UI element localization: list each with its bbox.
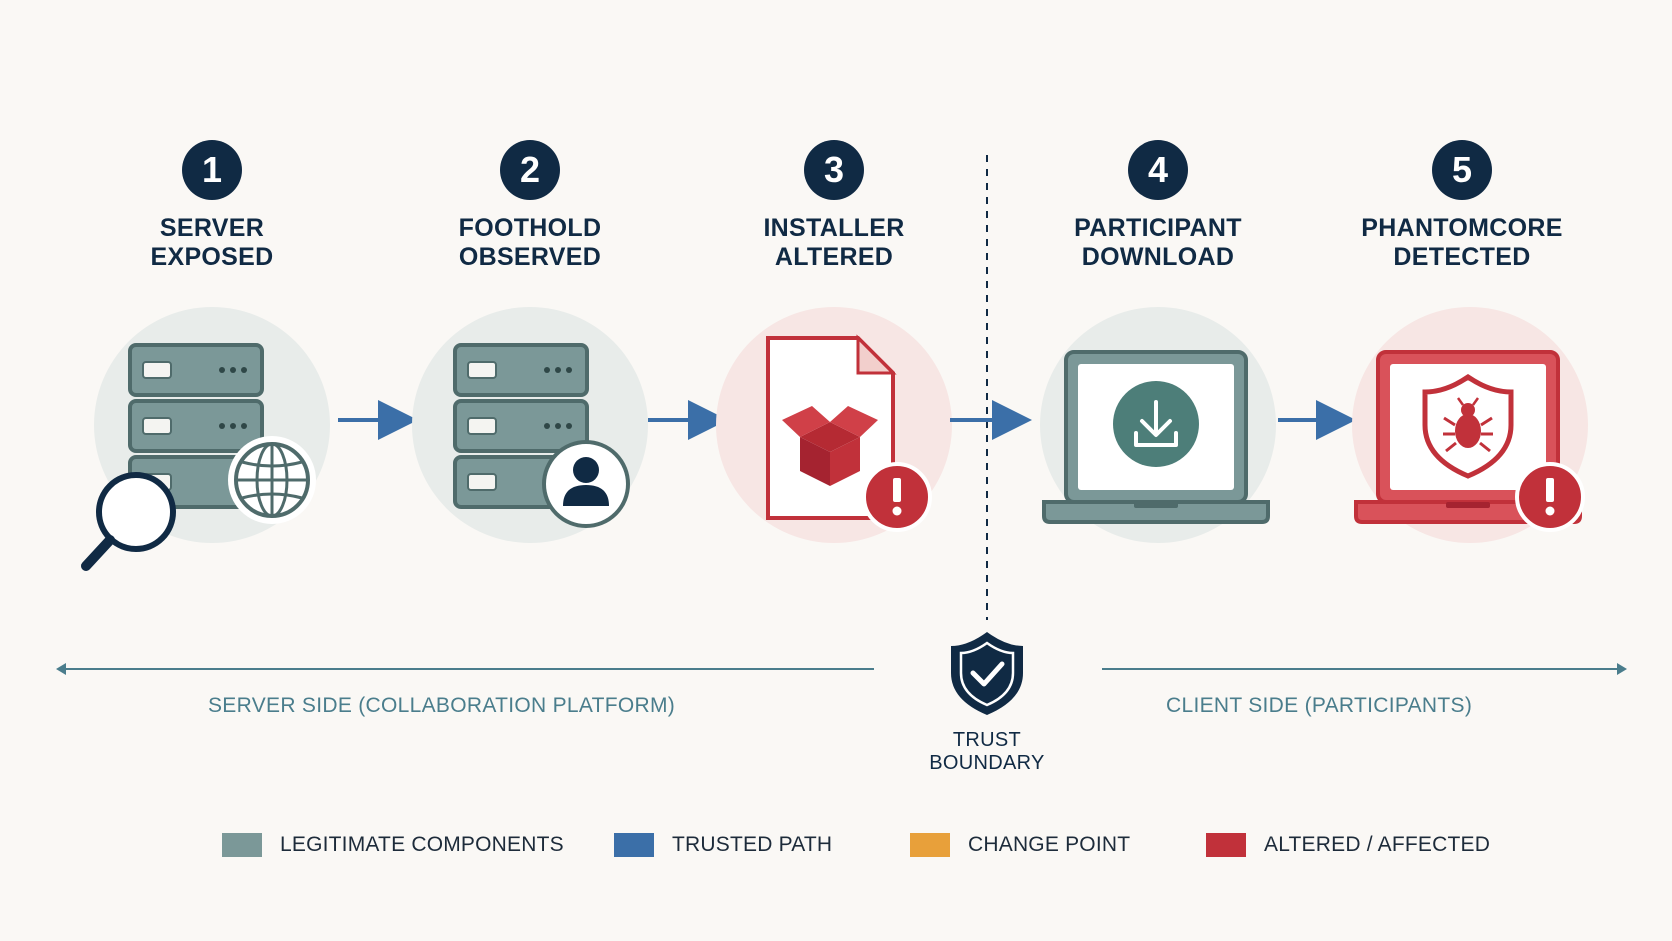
- server-icon: [128, 343, 264, 509]
- step-number-badge: 4: [1128, 140, 1188, 200]
- trust-boundary-label: TRUST BOUNDARY: [929, 729, 1045, 774]
- legend: LEGITIMATE COMPONENTS TRUSTED PATH CHANG…: [222, 833, 1522, 863]
- server-side-axis: [56, 663, 874, 675]
- step-title: INSTALLER ALTERED: [763, 214, 905, 271]
- step-title: PHANTOMCORE DETECTED: [1361, 214, 1563, 271]
- server-side-label: SERVER SIDE (COLLABORATION PLATFORM): [208, 694, 676, 717]
- step-number-badge: 2: [500, 140, 560, 200]
- step-5: 5 PHANTOMCORE DETECTED: [1322, 140, 1602, 560]
- shield-bug-icon: [1422, 373, 1514, 479]
- legend-swatch-legitimate: [222, 833, 262, 857]
- client-side-axis: [1102, 663, 1627, 675]
- legend-item: TRUSTED PATH: [614, 833, 832, 857]
- step-number-badge: 1: [182, 140, 242, 200]
- package-icon: [782, 406, 878, 486]
- magnifier-icon: [81, 472, 176, 571]
- step-number-badge: 3: [804, 140, 864, 200]
- client-side-label: CLIENT SIDE (PARTICIPANTS): [1166, 694, 1473, 717]
- server-exposed-illustration: [81, 307, 330, 571]
- installer-altered-illustration: [716, 307, 952, 543]
- shield-check-icon: [951, 632, 1023, 715]
- step-2: 2 FOOTHOLD OBSERVED: [390, 140, 670, 560]
- step-title: SERVER EXPOSED: [150, 214, 274, 271]
- alert-icon: [1515, 462, 1585, 532]
- participant-download-illustration: [1040, 307, 1276, 543]
- legend-item: LEGITIMATE COMPONENTS: [222, 833, 564, 857]
- step-title: PARTICIPANT DOWNLOAD: [1074, 214, 1242, 271]
- legend-item: CHANGE POINT: [910, 833, 1130, 857]
- globe-icon: [228, 436, 316, 524]
- step-title: FOOTHOLD OBSERVED: [458, 214, 602, 271]
- step-4: 4 PARTICIPANT DOWNLOAD: [1018, 140, 1298, 560]
- legend-swatch-trusted: [614, 833, 654, 857]
- step-3: 3 INSTALLER ALTERED: [694, 140, 974, 560]
- legend-swatch-change: [910, 833, 950, 857]
- legend-item: ALTERED / AFFECTED: [1206, 833, 1490, 857]
- step-1: 1 SERVER EXPOSED: [72, 140, 352, 560]
- step-number-badge: 5: [1432, 140, 1492, 200]
- phantomcore-detected-illustration: [1352, 307, 1588, 543]
- foothold-observed-illustration: [412, 307, 648, 543]
- legend-swatch-altered: [1206, 833, 1246, 857]
- download-icon: [1113, 381, 1199, 467]
- alert-icon: [862, 462, 932, 532]
- user-icon: [542, 440, 630, 528]
